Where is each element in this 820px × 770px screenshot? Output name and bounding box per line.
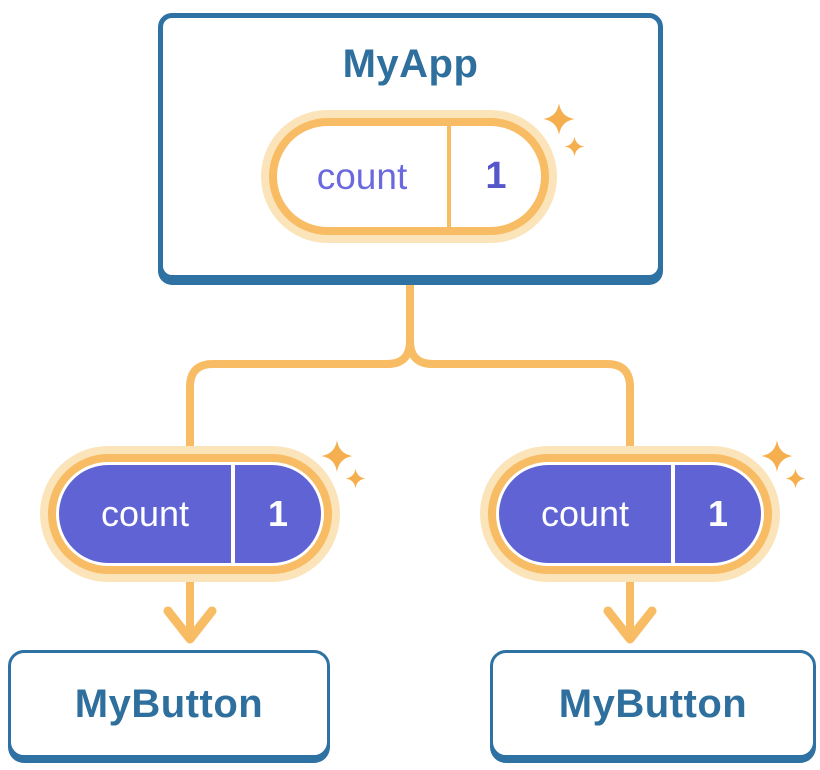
- pill-gap: count 1: [56, 462, 324, 566]
- sparkle-icon: [761, 440, 793, 472]
- component-title-mybutton: MyButton: [74, 681, 264, 726]
- pill-body: count 1: [277, 126, 541, 227]
- pill-divider: [671, 465, 675, 563]
- connector-right-branch: [406, 274, 634, 634]
- component-card-mybutton-right: MyButton: [490, 650, 816, 758]
- sparkle-icon: [564, 136, 585, 157]
- sparkle-icon: [543, 103, 575, 135]
- pill-divider: [231, 465, 235, 563]
- component-title-mybutton: MyButton: [558, 681, 748, 726]
- component-card-mybutton-left: MyButton: [8, 650, 330, 758]
- pill-body: count 1: [499, 465, 761, 563]
- component-title-myapp: MyApp: [342, 42, 479, 86]
- pill-divider: [447, 126, 451, 227]
- state-pill-myapp: count 1: [261, 110, 557, 243]
- pill-label: count: [316, 155, 408, 197]
- pill-gap: count 1: [496, 462, 764, 566]
- sparkle-icon: [321, 440, 353, 472]
- prop-pill-right: count 1: [480, 446, 780, 582]
- pill-value: 1: [267, 493, 289, 534]
- pill-value: 1: [485, 155, 507, 197]
- pill-label: count: [100, 493, 190, 534]
- pill-ring: count 1: [48, 454, 332, 574]
- sparkle-icon: [345, 468, 366, 489]
- prop-pill-left: count 1: [40, 446, 340, 582]
- arrow-down-icon: [603, 606, 657, 644]
- sparkle-icon: [785, 468, 806, 489]
- pill-value: 1: [707, 493, 729, 534]
- pill-body: count 1: [59, 465, 321, 563]
- pill-ring: count 1: [488, 454, 772, 574]
- arrow-down-icon: [163, 606, 217, 644]
- pill-label: count: [540, 493, 630, 534]
- pill-ring: count 1: [269, 118, 549, 235]
